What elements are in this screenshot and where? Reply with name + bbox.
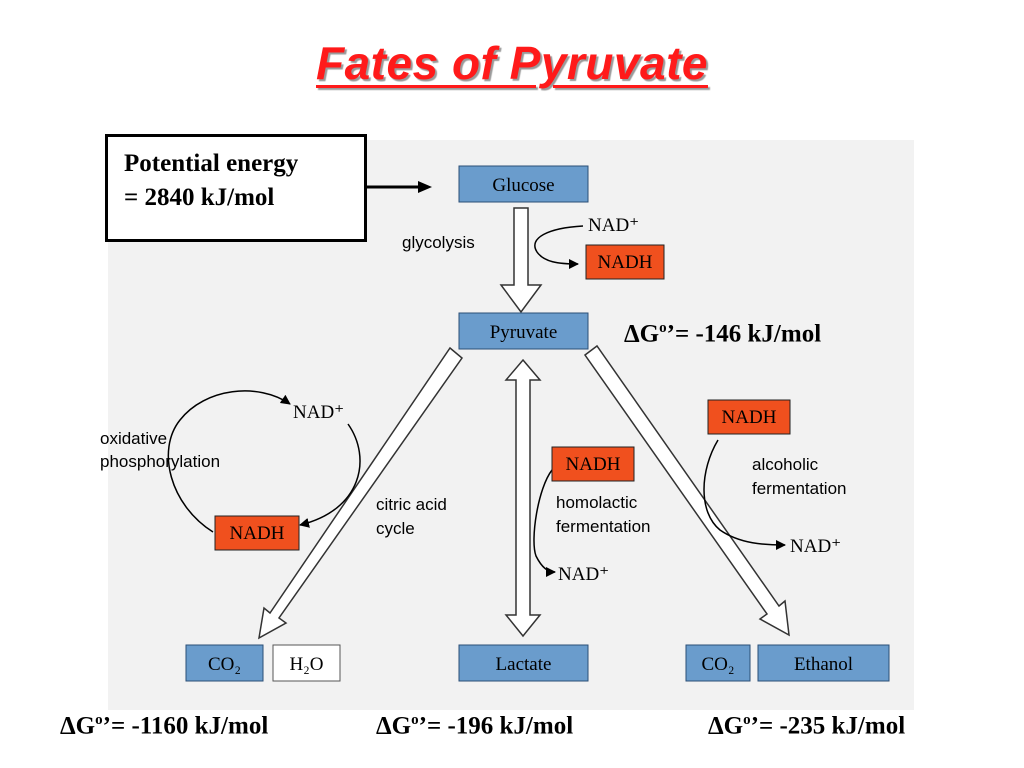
h2o-label: H₂O (289, 654, 323, 675)
co2-left-label: CO₂ (208, 654, 241, 675)
delta-g-homolactic: ΔGo’= -196 kJ/mol (376, 712, 573, 740)
delta-g-symbol: ΔG (708, 712, 744, 740)
delta-g-homolactic-value: ’= -196 kJ/mol (418, 712, 574, 740)
delta-g-symbol: ΔG (376, 712, 412, 740)
lactate-label: Lactate (496, 654, 552, 675)
potential-energy-line1: Potential energy (124, 150, 299, 177)
pyruvate-box (458, 312, 589, 350)
homolactic-nadh-label: NADH (566, 454, 621, 475)
glucose-box (458, 165, 589, 203)
energy-pointer-head (418, 181, 432, 193)
homolactic-nadh-box (551, 446, 635, 482)
co2-right-label: CO₂ (701, 654, 734, 675)
delta-g-glycolysis: ΔGo’= -146 kJ/mol (624, 320, 821, 348)
h2o-box (272, 644, 341, 682)
homolactic-arrow (504, 358, 542, 638)
alcoholic-label-line2: fermentation (752, 479, 847, 498)
delta-g-superscript: o (411, 712, 419, 728)
homolactic-nad-label: NAD⁺ (558, 564, 609, 585)
glycolysis-nadh-box (585, 244, 665, 280)
delta-g-symbol: ΔG (60, 712, 96, 740)
glycolysis-arrow (499, 207, 543, 314)
delta-g-superscript: o (659, 320, 667, 336)
delta-g-citric-value: ’= -1160 kJ/mol (102, 712, 269, 740)
homolactic-redox-curve (533, 469, 556, 577)
delta-g-glycolysis-value: ’= -146 kJ/mol (666, 320, 822, 348)
glycolysis-nad-label: NAD⁺ (588, 215, 639, 236)
ethanol-box (757, 644, 890, 682)
glucose-label: Glucose (492, 175, 554, 196)
delta-g-citric: ΔGo’= -1160 kJ/mol (60, 712, 268, 740)
glycolysis-redox-curve (534, 225, 584, 269)
glycolysis-label: glycolysis (402, 233, 475, 252)
potential-energy-box: Potential energy = 2840 kJ/mol (105, 134, 367, 242)
oxphos-curve-lower (299, 423, 361, 528)
glycolysis-nadh-label: NADH (598, 252, 653, 273)
citric-label-line2: cycle (376, 519, 415, 538)
alcoholic-arrow (583, 344, 790, 637)
oxidative-label-line2: phosphorylation (100, 452, 220, 471)
delta-g-superscript: o (95, 712, 103, 728)
citric-arrow (258, 346, 464, 640)
ethanol-label: Ethanol (794, 654, 853, 675)
oxidative-label-line1: oxidative (100, 429, 167, 448)
homolactic-label-line2: fermentation (556, 517, 651, 536)
homolactic-label-line1: homolactic (556, 493, 638, 512)
co2-right-box (685, 644, 751, 682)
alcoholic-label-line1: alcoholic (752, 455, 819, 474)
oxphos-nadh-box (214, 515, 300, 551)
slide-title: Fates of Pyruvate (316, 37, 708, 89)
oxphos-nad-label: NAD⁺ (293, 402, 344, 423)
alcoholic-nadh-label: NADH (722, 407, 777, 428)
oxphos-curve-upper (167, 390, 291, 533)
oxphos-nadh-label: NADH (230, 523, 285, 544)
potential-energy-line2: = 2840 kJ/mol (124, 184, 275, 211)
alcoholic-redox-curve (703, 439, 786, 550)
delta-g-symbol: ΔG (624, 320, 660, 348)
citric-label-line1: citric acid (376, 495, 447, 514)
pyruvate-label: Pyruvate (490, 322, 558, 343)
co2-left-box (185, 644, 264, 682)
delta-g-alcoholic: ΔGo’= -235 kJ/mol (708, 712, 905, 740)
delta-g-alcoholic-value: ’= -235 kJ/mol (750, 712, 906, 740)
alcoholic-nadh-box (707, 399, 791, 435)
lactate-box (458, 644, 589, 682)
alcoholic-nad-label: NAD⁺ (790, 536, 841, 557)
delta-g-superscript: o (743, 712, 751, 728)
